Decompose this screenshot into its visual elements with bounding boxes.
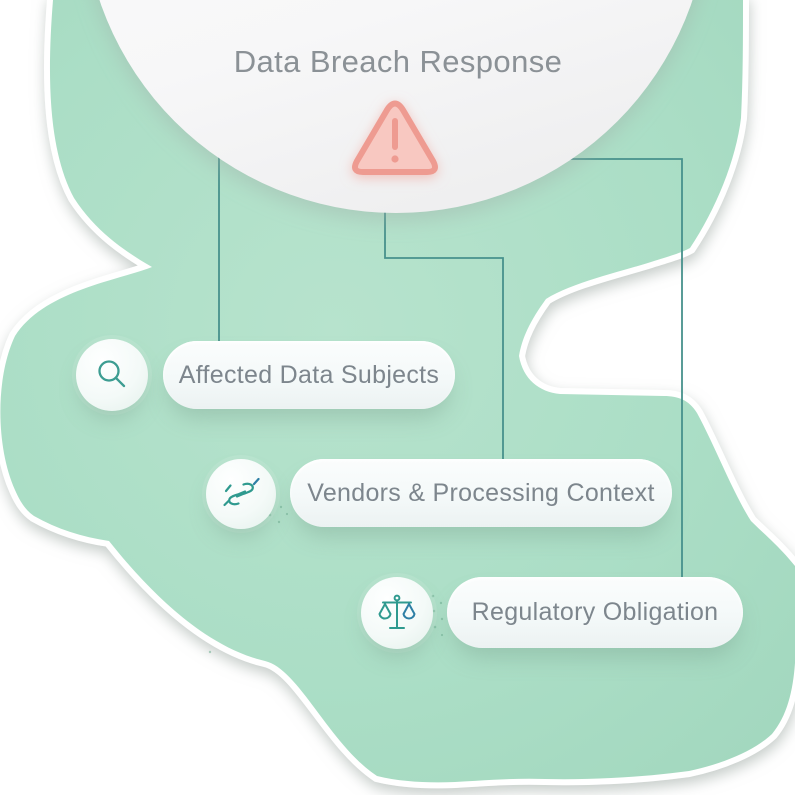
- icon-circle-scales: [361, 577, 433, 649]
- node-label: Regulatory Obligation: [471, 598, 719, 626]
- node-pill-vendors-processing-context: Vendors & Processing Context: [290, 459, 672, 527]
- diagram-title: Data Breach Response: [233, 44, 563, 79]
- icon-circle-handshake: [206, 459, 276, 529]
- search-icon: [98, 360, 126, 388]
- connector-lines: [218, 148, 683, 580]
- handshake-icon: [223, 477, 260, 507]
- icon-circle-search: [76, 339, 148, 411]
- node-label: Affected Data Subjects: [178, 360, 440, 389]
- scales-icon: [378, 594, 416, 629]
- connector-line-2: [384, 200, 504, 462]
- warning-triangle-icon: [352, 100, 438, 175]
- node-label: Vendors & Processing Context: [307, 478, 655, 507]
- node-pill-regulatory-obligation: Regulatory Obligation: [447, 577, 743, 648]
- connector-line-3: [552, 158, 683, 580]
- node-pill-affected-data-subjects: Affected Data Subjects: [163, 341, 455, 409]
